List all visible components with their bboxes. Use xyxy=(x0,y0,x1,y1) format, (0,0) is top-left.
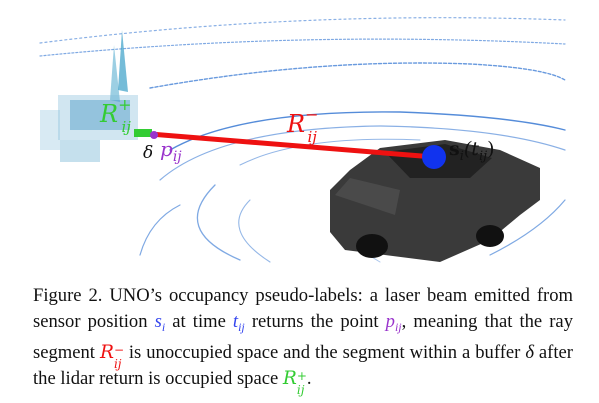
occupancy-figure: R+ij R−ij δ pij si(tij) xyxy=(39,17,566,263)
label-sensor: si(tij) xyxy=(449,138,495,164)
lidar-scan-rings xyxy=(39,17,566,263)
car-model xyxy=(330,140,540,262)
lidar-return-point xyxy=(150,131,158,139)
sensor-position-marker xyxy=(422,145,446,169)
point-cloud-cluster xyxy=(40,30,138,162)
figure-caption: Figure 2. UNO’s occupancy pseudo-labels:… xyxy=(33,285,573,397)
laser-beam xyxy=(149,131,435,160)
label-point: pij xyxy=(160,137,182,165)
label-delta: δ xyxy=(143,143,153,163)
label-r-plus: R+ij xyxy=(99,95,131,136)
occupied-buffer-marker xyxy=(134,129,152,137)
label-r-minus: R−ij xyxy=(286,105,318,146)
